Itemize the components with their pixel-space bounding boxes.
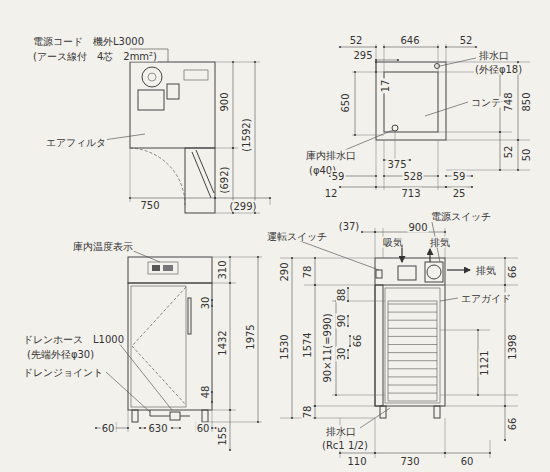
shelf-rail (388, 360, 437, 361)
callout-label: 12 (324, 188, 339, 199)
callout-label: 排水口 (478, 50, 510, 61)
callout-label: 60 (460, 456, 475, 467)
callout-label: (299) (229, 201, 258, 212)
dimension-value: 1530 (279, 333, 290, 360)
dimension-value: 78 (302, 265, 313, 280)
shelf-rail (388, 385, 437, 386)
callout-label: 646 (399, 35, 420, 46)
callout-label: 730 (399, 456, 420, 467)
dimension-value: 650 (340, 92, 351, 113)
callout-label: (先端外径φ30) (26, 349, 95, 360)
callout-label: 295 (352, 50, 373, 61)
dimension-value: (1592) (241, 117, 252, 152)
callout-label: 電源スイッチ (430, 211, 492, 222)
dimension-value: 850 (521, 91, 532, 112)
callout-label: 59 (331, 171, 346, 182)
top-view (330, 44, 530, 190)
dimension-value: 1975 (245, 323, 256, 350)
callout-label: 750 (139, 200, 160, 211)
shelf-rail (388, 312, 437, 313)
callout-label: 運転スイッチ (266, 231, 328, 242)
dimension-value: 66 (507, 417, 518, 432)
callout-label: ドレンホース L1000 (22, 334, 125, 345)
callout-label: 60 (196, 423, 211, 434)
callout-label: (アース線付 4芯 2mm²) (32, 51, 158, 62)
dimension-value: 1432 (217, 329, 228, 356)
dimension-value: 17 (380, 79, 391, 94)
shelf-rails (388, 304, 437, 393)
callout-label: (外径φ18) (474, 64, 523, 75)
dimension-value: 748 (503, 91, 514, 112)
dimension-value: 88 (336, 288, 347, 303)
dimension-value: 66 (507, 265, 518, 280)
callout-label: 630 (147, 423, 168, 434)
dimension-value: 290 (279, 261, 290, 282)
callout-label: 110 (346, 456, 367, 467)
callout-label: 庫内温度表示 (72, 241, 134, 252)
callout-label: 52 (459, 35, 474, 46)
front-view (96, 248, 262, 450)
shelf-rail (388, 320, 437, 321)
shelf-rail (388, 304, 437, 305)
shelf-rail (388, 393, 437, 394)
shelf-rail (388, 376, 437, 377)
dimension-value: 78 (302, 405, 313, 420)
dimension-value: 48 (200, 385, 211, 400)
callout-label: 排気 (475, 265, 497, 276)
callout-label: 吸気 (382, 237, 404, 248)
dimension-value: 50 (521, 148, 532, 163)
dimension-value: 155 (217, 425, 228, 446)
callout-label: 排水口 (325, 426, 357, 437)
dimension-value: 30 (200, 296, 211, 311)
shelf-rail (388, 352, 437, 353)
dimension-value: 900 (219, 91, 230, 112)
callout-label: 375 (386, 159, 407, 170)
callout-label: 900 (407, 222, 428, 233)
dimension-value: (692) (219, 166, 230, 195)
shelf-rail (388, 344, 437, 345)
callout-label: エアフィルタ (45, 137, 107, 148)
callout-label: エアガイド (460, 293, 512, 304)
callout-label: 713 (400, 188, 421, 199)
dimension-value: 1398 (507, 333, 518, 360)
callout-label: 60 (101, 423, 116, 434)
callout-label: 25 (452, 188, 467, 199)
callout-label: (Rc1 1/2) (321, 440, 369, 451)
dimension-value: 90 (336, 314, 347, 329)
callout-label: ドレンジョイント (22, 367, 104, 378)
dimension-value: 52 (503, 145, 514, 160)
callout-label: 排気 (429, 237, 451, 248)
shelf-rail (388, 328, 437, 329)
dimension-value: 30 (336, 347, 347, 362)
callout-label: 電源コード 機外L3000 (32, 36, 145, 47)
shelf-rail (388, 368, 437, 369)
callout-label: 528 (402, 171, 423, 182)
callout-label: 59 (452, 171, 467, 182)
dimension-value: 310 (217, 259, 228, 280)
dimension-value: 1121 (479, 349, 490, 376)
callout-label: 52 (349, 35, 364, 46)
dimension-value: 1574 (302, 331, 313, 358)
dimension-value: 90×11(=990) (322, 312, 333, 383)
open-view (280, 222, 518, 458)
shelf-rail (388, 336, 437, 337)
side-view (90, 49, 270, 213)
callout-label: (37) (338, 221, 361, 232)
callout-label: 庫内排水口 (305, 150, 357, 161)
dimension-value: 66 (352, 334, 363, 349)
